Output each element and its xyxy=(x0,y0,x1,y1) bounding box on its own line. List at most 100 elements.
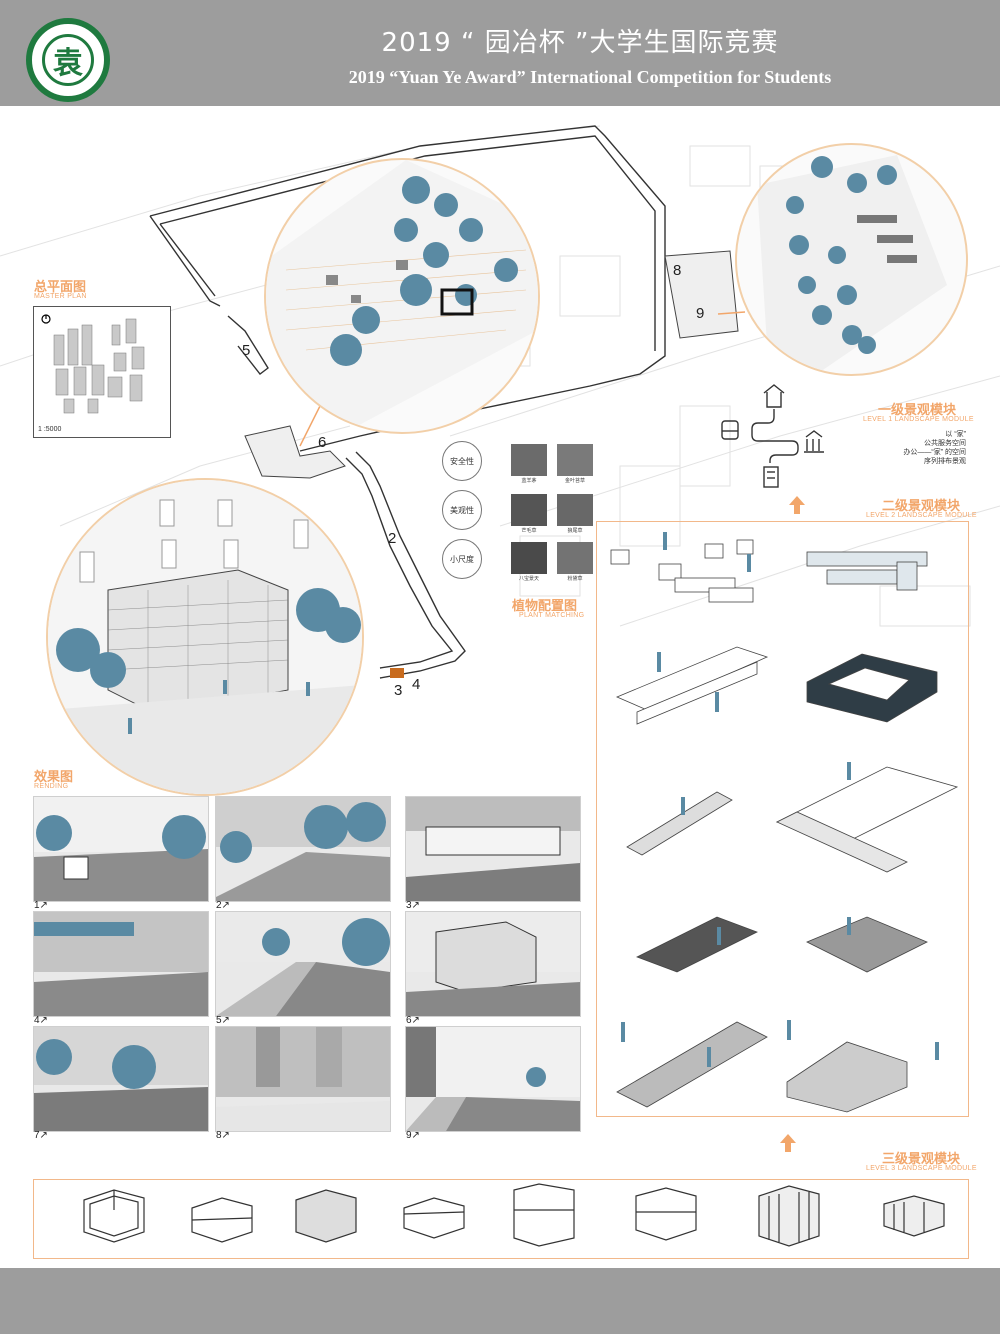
level2-subtitle: LEVEL 2 LANDSCAPE MODULE xyxy=(866,512,977,519)
street-detail-illustration xyxy=(757,155,947,374)
rendering-6-art xyxy=(406,912,580,1016)
cube-frame-4 xyxy=(403,1197,465,1239)
plant-photo-3 xyxy=(511,494,547,526)
site-number-3: 3 xyxy=(394,682,403,699)
master-plan-blocks xyxy=(41,314,145,414)
cube-frame-7 xyxy=(758,1185,820,1247)
arrow-up-stem xyxy=(785,1143,791,1152)
plant-photo-5 xyxy=(511,542,547,574)
rendering-thumb-1 xyxy=(33,796,209,902)
rendering-3-art xyxy=(406,797,580,901)
rendering-label-2: 2↗ xyxy=(216,900,230,911)
site-number-4: 4 xyxy=(412,676,421,693)
rendering-9-art xyxy=(406,1027,580,1131)
site-number-2: 2 xyxy=(388,530,397,547)
level3-module-drawings xyxy=(83,1183,945,1247)
rendering-thumb-8 xyxy=(215,1026,391,1132)
bank-icon xyxy=(804,430,824,453)
site-number-5: 5 xyxy=(242,342,251,359)
footer-bar xyxy=(0,1268,1000,1334)
plant-photo-4 xyxy=(557,494,593,526)
level1-subtitle: LEVEL 1 LANDSCAPE MODULE xyxy=(863,416,974,423)
rendering-thumb-4 xyxy=(33,911,209,1017)
module-c xyxy=(615,646,769,725)
plant-label: 粉黛草 xyxy=(567,576,583,582)
level2-module-panel xyxy=(596,521,969,1117)
header-bar: 袁 2019 “ 园冶杯 ”大学生国际竞赛 2019 “Yuan Ye Awar… xyxy=(0,0,1000,106)
rendering-label-4: 4↗ xyxy=(34,1015,48,1026)
module-e xyxy=(626,791,733,856)
level3-module-panel xyxy=(33,1179,969,1259)
rendering-label-5: 5↗ xyxy=(216,1015,230,1026)
master-plan-subtitle: MASTER PLAN xyxy=(34,293,87,300)
street-detail-circle xyxy=(735,143,968,376)
rendering-title: 效果图 xyxy=(34,770,74,785)
site-number-9: 9 xyxy=(696,305,705,322)
module-g xyxy=(636,916,758,973)
level2-title: 二级景观模块 xyxy=(882,499,961,514)
cube-frame-2 xyxy=(191,1197,253,1243)
level1-title: 一级景观模块 xyxy=(878,403,957,418)
plant-photo-2 xyxy=(557,444,593,476)
plant-label: 金叶苔草 xyxy=(564,478,585,484)
level3-title: 三级景观模块 xyxy=(882,1152,961,1167)
plant-matching-subtitle: PLANT MATCHING xyxy=(519,612,585,619)
office-icon xyxy=(763,466,779,488)
rendering-1-art xyxy=(34,797,208,901)
site-number-8: 8 xyxy=(673,262,682,279)
module-f xyxy=(775,766,959,873)
plant-label: 芒毛草 xyxy=(521,528,537,534)
logo-seal-icon: 袁 xyxy=(42,34,94,86)
module-a xyxy=(610,539,754,603)
module-b xyxy=(806,551,928,591)
arrow-up-stem xyxy=(794,505,800,514)
master-plan-scale: 1 :5000 xyxy=(38,426,62,433)
level3-subtitle: LEVEL 3 LANDSCAPE MODULE xyxy=(866,1165,977,1172)
rendering-label-9: 9↗ xyxy=(406,1130,420,1141)
plant-matching-title: 植物配置图 xyxy=(512,599,578,614)
rendering-thumb-9 xyxy=(405,1026,581,1132)
level1-diagram xyxy=(721,384,824,488)
rendering-label-7: 7↗ xyxy=(34,1130,48,1141)
plaza-detail-circle xyxy=(264,158,540,434)
cube-frame-3 xyxy=(295,1189,357,1243)
rendering-subtitle: RENDING xyxy=(34,783,69,790)
site-number-6: 6 xyxy=(318,434,327,451)
cube-frame-6 xyxy=(635,1187,697,1241)
rendering-7-art xyxy=(34,1027,208,1131)
rendering-2-art xyxy=(216,797,390,901)
rendering-8-art xyxy=(216,1027,390,1131)
cube-frame-8 xyxy=(883,1195,945,1237)
plant-photo-6 xyxy=(557,542,593,574)
arrow-up-icon xyxy=(780,1134,796,1143)
plaza-detail-illustration xyxy=(266,160,538,432)
criterion-small-scale: 小尺度 xyxy=(442,539,482,579)
cube-frame-1 xyxy=(83,1189,145,1243)
cube-frame-5 xyxy=(513,1183,575,1247)
master-plan-title: 总平面图 xyxy=(34,280,87,295)
plant-label: 蓝羊茅 xyxy=(521,478,537,484)
train-icon xyxy=(721,420,739,440)
master-plan-map: 1 :5000 xyxy=(33,306,171,438)
title-chinese: 2019 “ 园冶杯 ”大学生国际竞赛 xyxy=(381,28,779,58)
level2-module-drawings xyxy=(610,532,959,1113)
module-i xyxy=(616,1021,768,1108)
rendering-thumb-5 xyxy=(215,911,391,1017)
criterion-aesthetics: 美观性 xyxy=(442,490,482,530)
rendering-label-3: 3↗ xyxy=(406,900,420,911)
plant-photo-1 xyxy=(511,444,547,476)
title-english: 2019 “Yuan Ye Award” International Compe… xyxy=(348,67,832,87)
rendering-label-6: 6↗ xyxy=(406,1015,420,1026)
competition-logo: 袁 xyxy=(26,18,110,102)
level1-description: 以 “家” 公共服务空间 办公——“家” 的空间 序列排布景观 xyxy=(903,431,966,465)
pavilion-illustration xyxy=(48,480,362,794)
pavilion-detail-circle xyxy=(46,478,364,796)
rendering-thumb-6 xyxy=(405,911,581,1017)
module-j xyxy=(786,1041,908,1113)
rendering-label-1: 1↗ xyxy=(34,900,48,911)
plant-label: 狼尾草 xyxy=(567,528,583,534)
rendering-label-8: 8↗ xyxy=(216,1130,230,1141)
rendering-4-art xyxy=(34,912,208,1016)
arrow-up-icon xyxy=(789,496,805,505)
criterion-safety: 安全性 xyxy=(442,441,482,481)
